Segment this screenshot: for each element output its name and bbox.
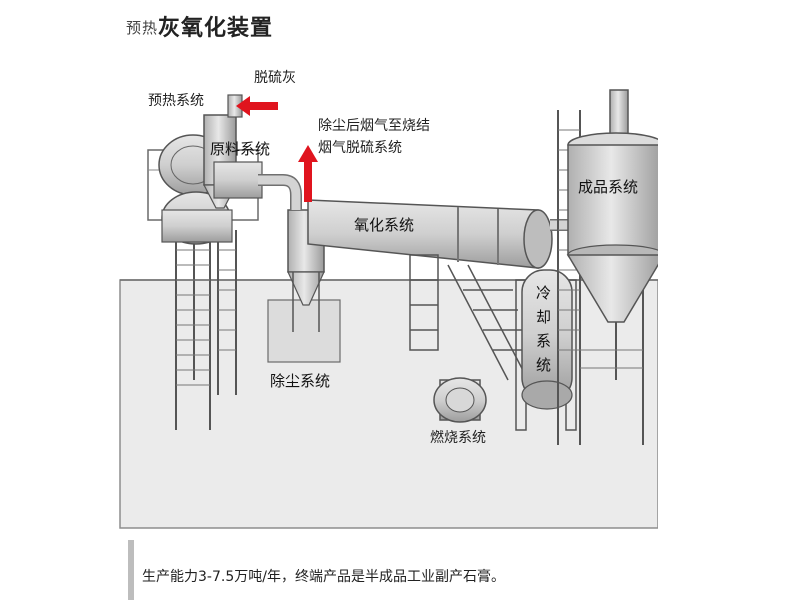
label-cooling: 冷 却 系 统 [536,284,551,374]
footnote-marker [128,540,134,600]
page-title: 预热灰氧化装置 [126,10,273,42]
title-prefix: 预热 [126,19,159,37]
process-diagram: 预热系统 脱硫灰 原料系统 除尘后烟气至烧结 烟气脱硫系统 成品系统 氧化系统 … [119,70,658,529]
finished-product-silo [557,89,658,445]
label-oxidation: 氧化系统 [354,216,414,234]
footnote: 生产能力3-7.5万吨/年，终端产品是半成品工业副产石膏。 [142,569,505,585]
label-combustion: 燃烧系统 [430,429,486,446]
desulfurization-ash-arrow [236,96,278,116]
label-cooling-char: 却 [536,308,551,326]
label-dust-removal: 除尘系统 [270,372,330,390]
label-cooling-char: 冷 [536,284,551,302]
ground-platform [119,279,658,529]
combustion-unit [433,377,487,423]
label-finished: 成品系统 [578,178,638,196]
label-raw-material: 原料系统 [210,140,270,158]
label-cooling-char: 系 [536,332,551,350]
title-main: 灰氧化装置 [158,16,274,41]
label-desulfurization-ash: 脱硫灰 [254,70,296,86]
flue-gas-arrow [298,145,318,202]
label-flue-gas-2: 烟气脱硫系统 [318,140,402,156]
label-cooling-char: 统 [536,356,551,374]
label-preheat: 预热系统 [148,93,204,109]
label-flue-gas-1: 除尘后烟气至烧结 [318,118,430,134]
cooling-unit [515,269,577,431]
preheat-tower [147,94,263,430]
